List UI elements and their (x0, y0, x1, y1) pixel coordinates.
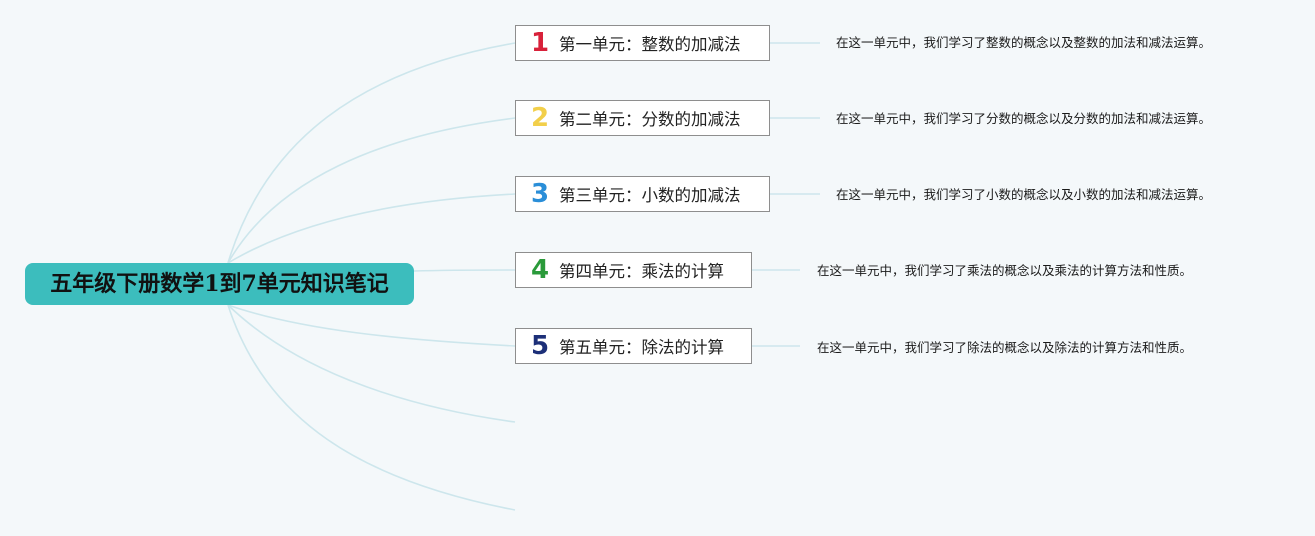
branch-line-2 (227, 117, 516, 264)
unit-number-icon: 2 (531, 103, 550, 133)
branch-line-5 (227, 304, 516, 347)
topic-label: 第四单元：乘法的计算 (559, 262, 724, 281)
note-unit-3[interactable]: 在这一单元中，我们学习了小数的概念以及小数的加法和减法运算。 (836, 187, 1212, 202)
topic-label: 第二单元：分数的加减法 (559, 110, 741, 129)
unit-number-icon: 1 (531, 28, 550, 58)
note-unit-5[interactable]: 在这一单元中，我们学习了除法的概念以及除法的计算方法和性质。 (817, 340, 1193, 355)
branch-line-3 (227, 193, 516, 264)
note-unit-1[interactable]: 在这一单元中，我们学习了整数的概念以及整数的加法和减法运算。 (836, 35, 1212, 50)
branch-line-4 (413, 269, 516, 272)
unit-number-icon: 3 (531, 179, 550, 209)
topic-label: 第五单元：除法的计算 (559, 338, 724, 357)
topic-label: 第一单元：整数的加减法 (559, 35, 741, 54)
topic-unit-3[interactable]: 3 第三单元：小数的加减法 (515, 176, 770, 212)
branch-line-7 (227, 304, 516, 511)
root-topic[interactable]: 五年级下册数学1到7单元知识笔记 (25, 263, 414, 305)
unit-number-icon: 4 (531, 255, 550, 285)
note-unit-4[interactable]: 在这一单元中，我们学习了乘法的概念以及乘法的计算方法和性质。 (817, 263, 1193, 278)
branch-line-6 (227, 304, 516, 423)
topic-unit-5[interactable]: 5 第五单元：除法的计算 (515, 328, 752, 364)
topic-unit-4[interactable]: 4 第四单元：乘法的计算 (515, 252, 752, 288)
note-unit-2[interactable]: 在这一单元中，我们学习了分数的概念以及分数的加法和减法运算。 (836, 111, 1212, 126)
unit-number-icon: 5 (531, 331, 550, 361)
branch-line-1 (227, 42, 516, 264)
topic-unit-2[interactable]: 2 第二单元：分数的加减法 (515, 100, 770, 136)
topic-unit-1[interactable]: 1 第一单元：整数的加减法 (515, 25, 770, 61)
topic-label: 第三单元：小数的加减法 (559, 186, 741, 205)
